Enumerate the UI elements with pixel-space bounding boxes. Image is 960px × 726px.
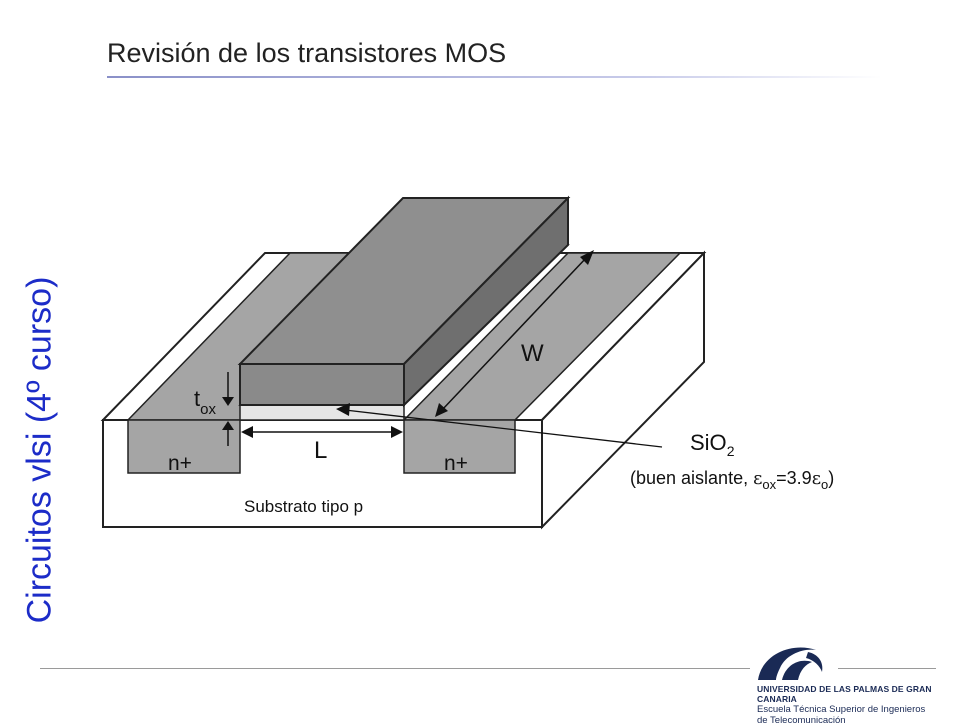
- logo-swoosh-outer: [758, 647, 816, 680]
- source-diffusion-front: [127, 419, 241, 474]
- logo-swoosh-inner: [782, 660, 812, 680]
- width-arrowhead-top: [580, 250, 594, 265]
- logo-line-2: Escuela Técnica Superior de Ingenieros: [757, 704, 926, 715]
- width-arrow: [441, 256, 588, 411]
- slide-title: Revisión de los transistores MOS: [107, 38, 507, 68]
- width-arrowhead-bottom: [435, 403, 448, 417]
- drain-diffusion-front: [403, 419, 516, 474]
- substrate-label: Substrato tipo p: [244, 497, 363, 516]
- sio2-leader-arrowhead: [336, 403, 350, 416]
- footer-divider: [40, 668, 750, 669]
- logo-line-1: UNIVERSIDAD DE LAS PALMAS DE GRAN CANARI…: [757, 684, 932, 704]
- gate-oxide-front: [239, 404, 405, 421]
- sio2-leader-line: [344, 409, 663, 448]
- length-arrowhead-left: [241, 426, 253, 438]
- university-logo-emblem: [758, 647, 823, 680]
- footer-divider-right: [838, 668, 936, 669]
- logo-line-3: de Telecomunicación: [757, 715, 846, 726]
- source-nplus-label: n+: [168, 452, 192, 475]
- insulator-note: (buen aislante, εox=3.9εo): [630, 468, 834, 492]
- gate-front-face: [239, 363, 405, 406]
- logo-swoosh-tail: [806, 652, 823, 672]
- sio2-label: SiO2: [690, 430, 735, 459]
- drain-nplus-label: n+: [444, 452, 468, 475]
- tox-label: tox: [194, 386, 216, 418]
- title-divider: [107, 76, 882, 78]
- tox-arrowhead-top: [222, 397, 234, 406]
- tox-arrowhead-bottom: [222, 421, 234, 430]
- width-label: W: [521, 340, 544, 367]
- length-label: L: [314, 437, 327, 464]
- length-arrowhead-right: [391, 426, 403, 438]
